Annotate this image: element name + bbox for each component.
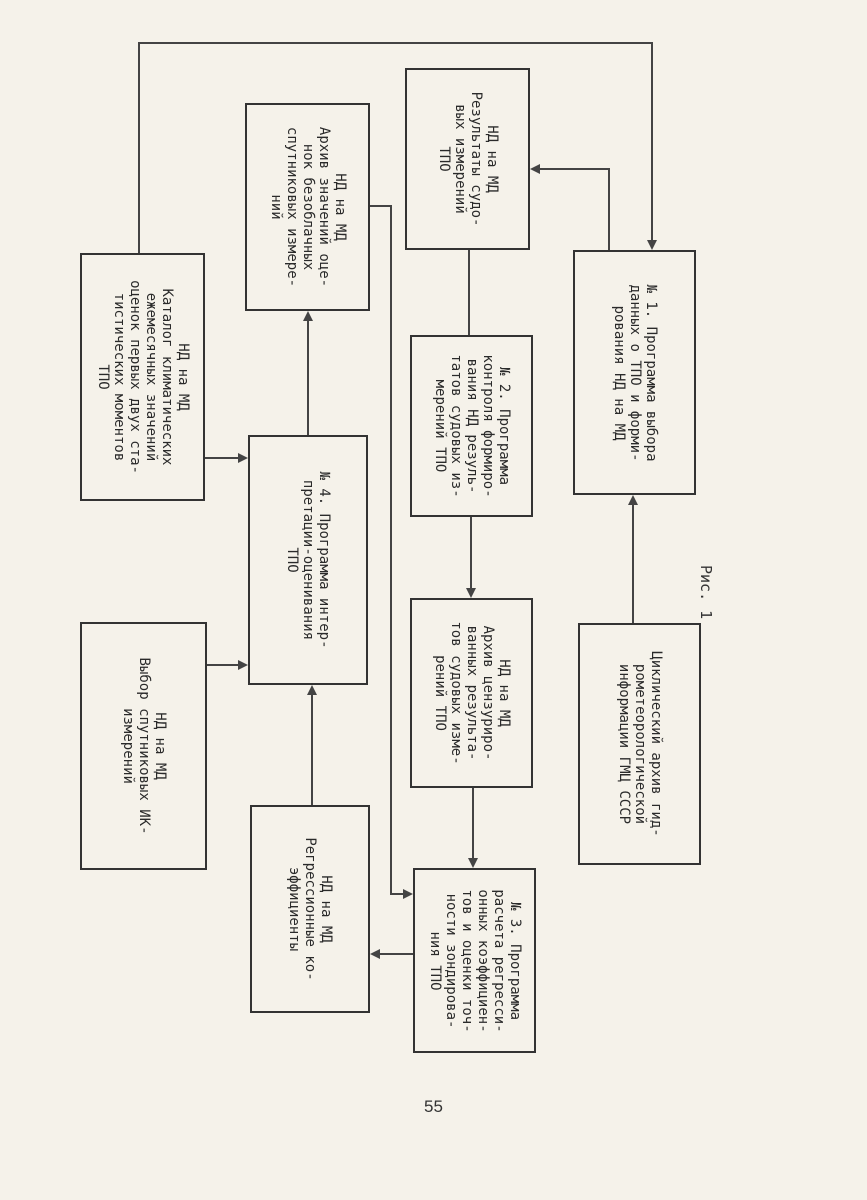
arrow-into-regression-coeff (370, 949, 380, 959)
box-catalog: НД на МД Каталог климатических ежемесячн… (80, 253, 205, 501)
box-program-1-text: № 1. Программа выбора данных о ТПО и фор… (610, 283, 659, 462)
connector-loop-right-vertical (651, 42, 653, 240)
box-regression-coeff: НД на МД Регрессионные ко- эффициенты (250, 805, 370, 1013)
arrow-into-ship-results (530, 164, 540, 174)
connector-p2-to-censored (470, 517, 472, 588)
box-program-1: № 1. Программа выбора данных о ТПО и фор… (573, 250, 696, 495)
box-regression-coeff-text: НД на МД Регрессионные ко- эффициенты (286, 837, 334, 981)
connector-p1-up (608, 168, 610, 250)
connector-p3-to-regression (380, 953, 413, 955)
box-archive-estimates: НД на МД Архив значений оце- нок безобла… (245, 103, 370, 311)
figure-caption: Рис. 1 (697, 565, 715, 620)
arrow-into-censored-archive (466, 588, 476, 598)
box-program-2: № 2. Программа контроля формиро- вания Н… (410, 335, 533, 517)
arrow-into-program-1-bottom (628, 495, 638, 505)
box-ship-results: НД на МД Результаты судо- вых измерений … (405, 68, 530, 250)
box-ship-results-text: НД на МД Результаты судо- вых измерений … (435, 91, 500, 227)
connector-ship-to-p2 (468, 250, 470, 335)
arrow-into-program-4-from-regression (307, 685, 317, 695)
box-cyclic-archive: Циклический архив гид- рометеорологическ… (578, 623, 701, 865)
connector-archive-to-p3 (390, 893, 403, 895)
arrow-into-archive-estimates (303, 311, 313, 321)
connector-archive-right (370, 205, 392, 207)
arrow-into-program-4-top (238, 453, 248, 463)
box-censored-archive-text: НД на МД Архив цензуриро- ванных результ… (431, 621, 512, 765)
box-satellite-ir: НД на МД Выбор спутниковых ИК- измерений (80, 622, 207, 870)
connector-loop-left-vertical (138, 42, 140, 253)
arrow-into-program-3-left (403, 889, 413, 899)
box-satellite-ir-text: НД на МД Выбор спутниковых ИК- измерений (119, 657, 168, 835)
arrow-into-program-4-bottom (238, 660, 248, 670)
arrow-into-program-3 (468, 858, 478, 868)
connector-cyclic-to-p1 (632, 505, 634, 623)
connector-censored-to-p3 (472, 788, 474, 858)
box-program-4: № 4. Программа интер- претации-оценивани… (248, 435, 368, 685)
box-censored-archive: НД на МД Архив цензуриро- ванных результ… (410, 598, 533, 788)
box-catalog-text: НД на МД Каталог климатических ежемесячн… (94, 280, 191, 474)
connector-catalog-to-p4 (205, 457, 238, 459)
page-number: 55 (424, 1097, 443, 1116)
box-program-2-text: № 2. Программа контроля формиро- вания Н… (431, 354, 512, 498)
box-program-3-text: № 3. Программа расчета регресси- онных к… (426, 888, 523, 1033)
connector-satellite-to-p4 (207, 664, 238, 666)
box-program-3: № 3. Программа расчета регресси- онных к… (413, 868, 536, 1053)
box-cyclic-archive-text: Циклический архив гид- рометеорологическ… (615, 651, 664, 837)
connector-regression-to-p4 (311, 695, 313, 805)
arrow-into-program-1 (647, 240, 657, 250)
connector-p1-left (540, 168, 610, 170)
box-program-4-text: № 4. Программа интер- претации-оценивани… (284, 471, 332, 649)
connector-p4-to-archive (307, 321, 309, 435)
connector-archive-down (390, 205, 392, 895)
box-archive-estimates-text: НД на МД Архив значений оце- нок безобла… (267, 126, 348, 288)
connector-loop-top-horizontal (138, 42, 653, 44)
